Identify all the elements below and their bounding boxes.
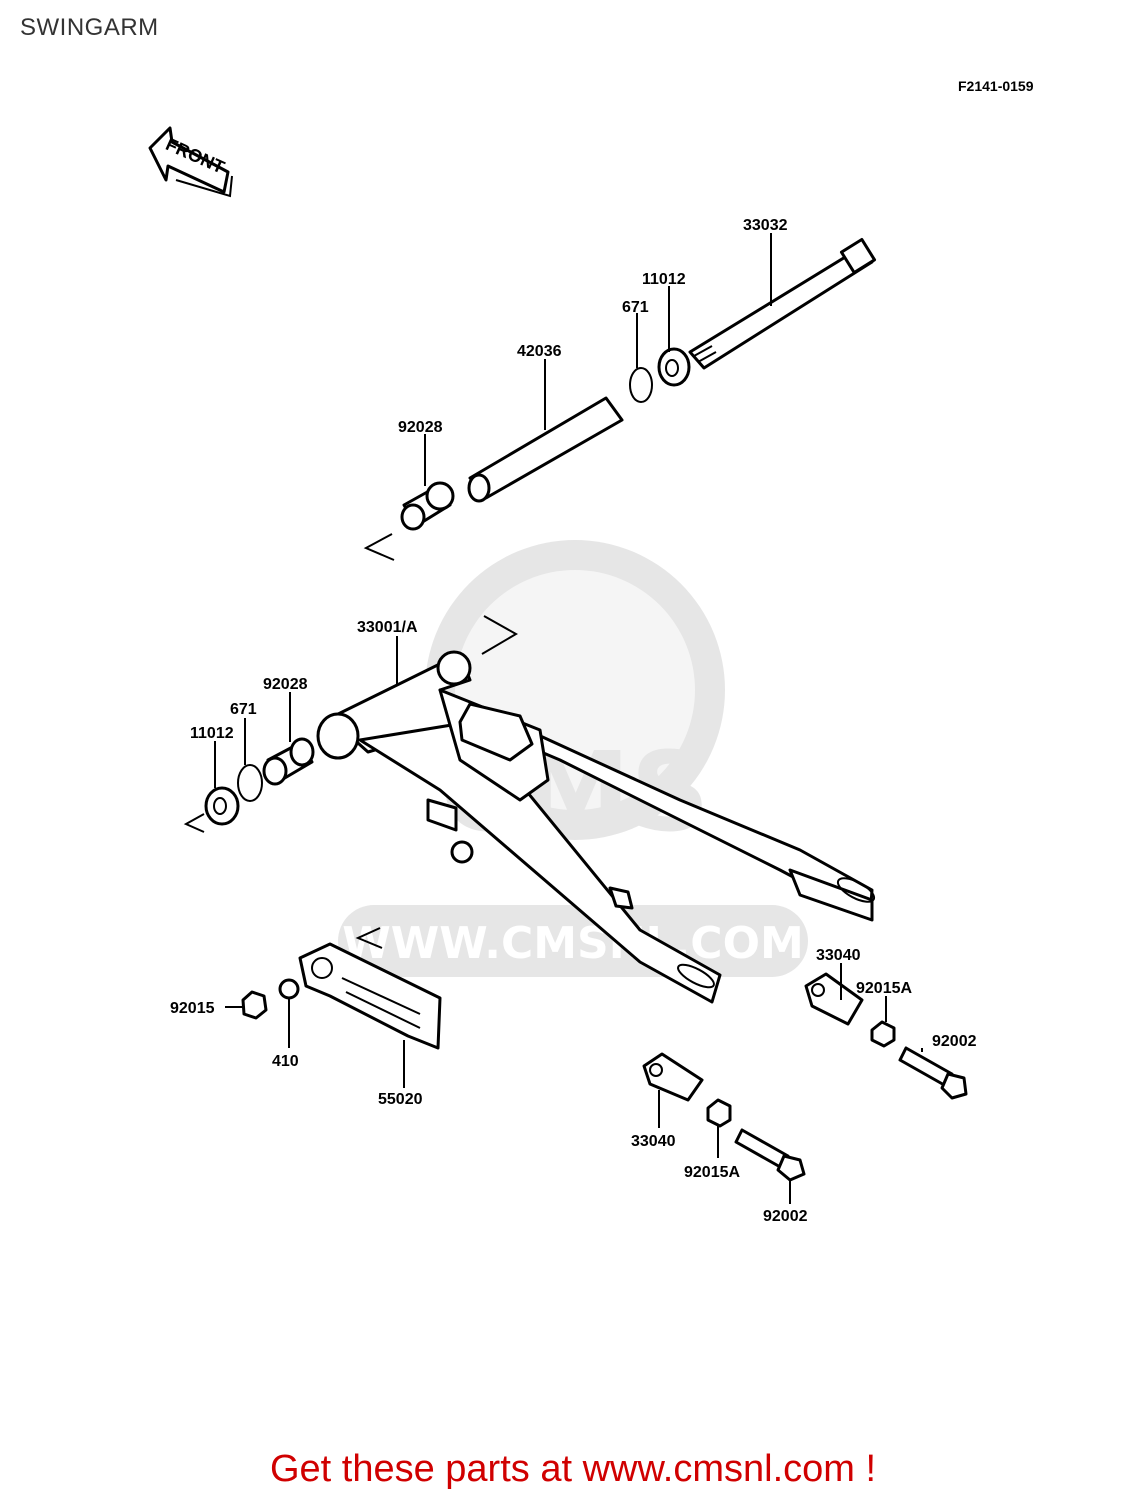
label-33001A: 33001/A [357, 619, 418, 636]
label-92015A-bottom: 92015A [684, 1164, 740, 1181]
collar-92028-left [262, 737, 315, 786]
circlip-671-left [237, 764, 263, 802]
label-33040-right: 33040 [816, 947, 861, 964]
label-671-top: 671 [622, 299, 649, 316]
label-33040-bottom: 33040 [631, 1133, 676, 1150]
label-11012-top: 11012 [642, 271, 686, 288]
bolt-92002-bottom [734, 1128, 806, 1182]
swingarm-33001A [316, 650, 876, 1004]
circlip-671-top [629, 367, 653, 403]
nut-92015 [241, 990, 268, 1020]
chain-adjuster-33040-right [804, 972, 864, 1026]
nut-92015A-bottom [706, 1098, 732, 1128]
collar-92028-top [400, 481, 455, 531]
bolt-92002-right [898, 1046, 968, 1100]
pivot-shaft-33032 [688, 237, 877, 370]
sleeve-42036 [467, 396, 624, 503]
chain-guide-55020 [298, 942, 442, 1050]
label-671-left: 671 [230, 701, 257, 718]
leader-lines [214, 233, 923, 1204]
label-11012-left: 11012 [190, 725, 234, 742]
chain-adjuster-33040-bottom [642, 1052, 704, 1102]
label-33032: 33032 [743, 217, 788, 234]
nut-92015A-right [870, 1020, 896, 1048]
label-92015: 92015 [170, 1000, 215, 1017]
bearing-11012-left [204, 786, 240, 826]
washer-410 [278, 978, 300, 1000]
label-92028-left: 92028 [263, 676, 308, 693]
label-92028-top: 92028 [398, 419, 443, 436]
diagram-code: F2141-0159 [958, 78, 1034, 94]
label-92002-bottom: 92002 [763, 1208, 808, 1225]
watermark-text: WWW.CMSNL.COM [342, 918, 804, 969]
label-410: 410 [272, 1053, 299, 1070]
page-title: SWINGARM [20, 14, 159, 41]
label-55020: 55020 [378, 1091, 423, 1108]
label-42036: 42036 [517, 343, 562, 360]
front-arrow-icon: FRONT [148, 126, 233, 198]
cta-link[interactable]: Get these parts at www.cmsnl.com ! [269, 1448, 877, 1490]
label-92002-right: 92002 [932, 1033, 977, 1050]
label-92015A-right: 92015A [856, 980, 912, 997]
bearing-11012-top [657, 347, 691, 387]
